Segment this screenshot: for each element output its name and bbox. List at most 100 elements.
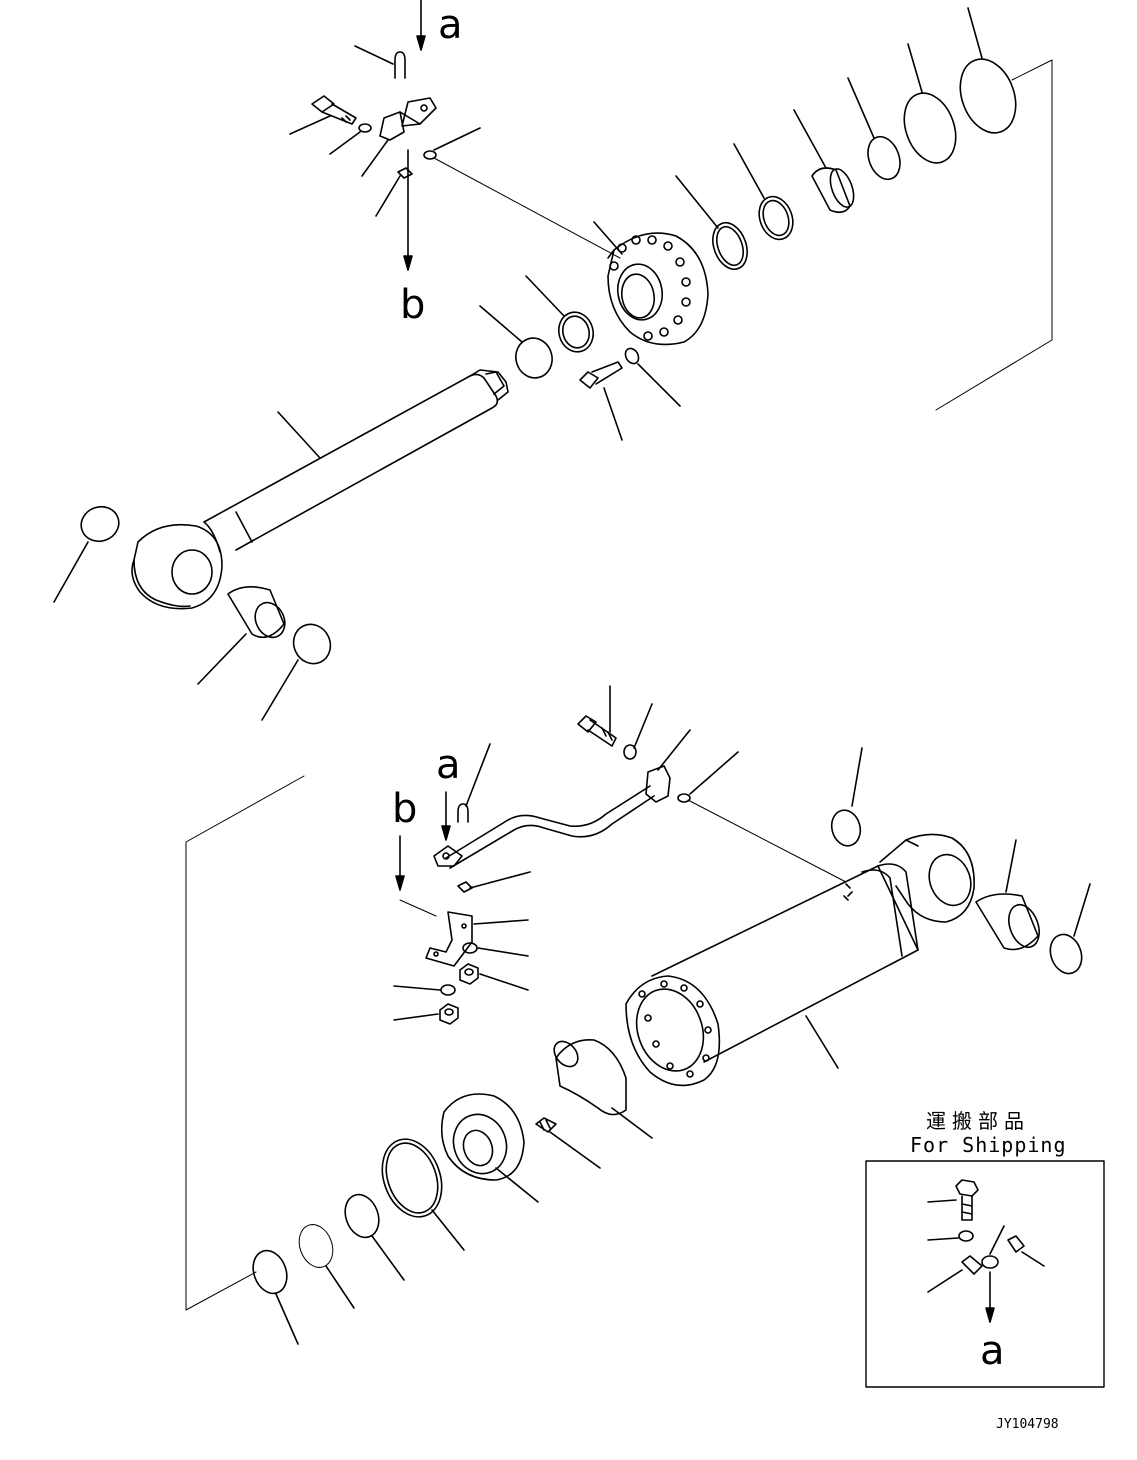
cylinder-tube xyxy=(626,834,978,1085)
leader xyxy=(434,128,480,150)
rod-packing xyxy=(554,308,597,355)
leader xyxy=(1022,1252,1044,1266)
leader xyxy=(432,1210,464,1250)
leader xyxy=(290,116,330,134)
piston-ring xyxy=(372,1131,452,1225)
leader xyxy=(278,412,320,458)
leader xyxy=(1006,840,1016,892)
cylinder-head xyxy=(608,233,708,344)
leader xyxy=(478,948,528,956)
leader xyxy=(470,872,530,888)
leader xyxy=(394,1014,438,1020)
leader xyxy=(928,1238,958,1240)
shipping-spacer xyxy=(962,1256,982,1274)
bushing-rod-eye xyxy=(228,587,290,642)
shipping-title-jp: 運搬部品 xyxy=(926,1109,1030,1133)
leader xyxy=(550,1132,600,1168)
leader xyxy=(198,634,246,684)
leader xyxy=(276,1294,298,1344)
o-ring-small-upper xyxy=(424,151,436,159)
o-ring-small-lower xyxy=(678,794,690,802)
leader xyxy=(262,660,298,720)
piston-rod xyxy=(132,370,508,609)
head-bolt xyxy=(580,362,622,388)
piston-wear-band xyxy=(549,1037,626,1115)
shipping-bolt xyxy=(956,1180,978,1220)
dust-seal-eye-right xyxy=(287,618,337,669)
shipping-washer xyxy=(959,1231,973,1241)
leader xyxy=(638,364,680,406)
upper-assembly: a xyxy=(54,0,1052,720)
piston xyxy=(442,1094,524,1181)
leader xyxy=(466,744,490,806)
leader xyxy=(326,1266,354,1308)
leader xyxy=(806,1016,838,1068)
bushing-clevis xyxy=(976,894,1045,951)
clamp-block-upper xyxy=(380,98,436,140)
ref-label-a-lower: a xyxy=(436,742,461,788)
shipping-clip xyxy=(1008,1236,1024,1252)
washer-upper xyxy=(359,124,371,132)
bracket-washer xyxy=(463,943,477,953)
dust-seal-eye-left xyxy=(76,502,123,547)
leader xyxy=(394,986,440,990)
arrow-b-lower xyxy=(396,836,436,916)
ref-label-b-upper: b xyxy=(400,282,425,328)
leader xyxy=(848,78,874,138)
shipping-parts-box: 運搬部品 For Shipping a xyxy=(866,1109,1104,1387)
ref-label-b-lower: b xyxy=(392,786,417,832)
leader xyxy=(658,730,690,770)
leader xyxy=(362,140,388,176)
leader xyxy=(594,222,622,254)
backup-ring-large xyxy=(951,51,1026,140)
buffer-ring xyxy=(511,334,556,382)
leader xyxy=(690,752,738,794)
leader xyxy=(928,1200,956,1202)
ref-label-a-shipping: a xyxy=(980,1328,1005,1374)
leader xyxy=(688,800,846,882)
arrow-a-lower xyxy=(442,792,450,840)
leader xyxy=(908,44,922,92)
bracket-plate xyxy=(426,912,472,966)
shipping-title-en: For Shipping xyxy=(910,1133,1067,1157)
leader xyxy=(676,176,718,228)
leader xyxy=(474,920,528,924)
leader xyxy=(928,1270,962,1292)
nut-washer xyxy=(441,985,455,995)
leader xyxy=(54,542,88,602)
backup-ring-1 xyxy=(707,218,753,274)
u-clip-upper xyxy=(395,52,405,78)
arrow-a-shipping xyxy=(986,1272,994,1322)
leader xyxy=(372,1236,404,1280)
drawing-code: JY104798 xyxy=(996,1417,1059,1432)
hex-nut xyxy=(440,1004,458,1024)
pipe-clamp-bolt xyxy=(578,716,616,746)
dust-seal-clevis-left xyxy=(828,807,864,849)
leader xyxy=(480,306,522,342)
leader xyxy=(612,1108,652,1138)
wear-ring xyxy=(812,166,858,212)
leader xyxy=(376,176,400,216)
leader xyxy=(330,132,360,154)
spacer-upper xyxy=(398,168,412,178)
group-bracket-lower xyxy=(186,776,304,1310)
slipper-seal xyxy=(339,1190,384,1242)
arrow-a-top xyxy=(417,0,425,50)
shipping-o-ring xyxy=(982,1256,998,1268)
leader xyxy=(604,388,622,440)
shipping-box-frame xyxy=(866,1161,1104,1387)
leader xyxy=(852,748,862,806)
o-ring-head xyxy=(862,132,905,184)
leader xyxy=(526,276,564,316)
leader xyxy=(794,110,826,168)
clamp-washer-lower xyxy=(624,745,636,759)
o-ring-piston xyxy=(293,1220,338,1272)
leader xyxy=(1074,884,1090,936)
leader xyxy=(480,974,528,990)
leader xyxy=(355,46,393,64)
leader xyxy=(968,8,982,58)
bolt-upper-clamp xyxy=(312,96,356,124)
lower-assembly: a b xyxy=(186,686,1090,1344)
leader xyxy=(734,144,764,198)
